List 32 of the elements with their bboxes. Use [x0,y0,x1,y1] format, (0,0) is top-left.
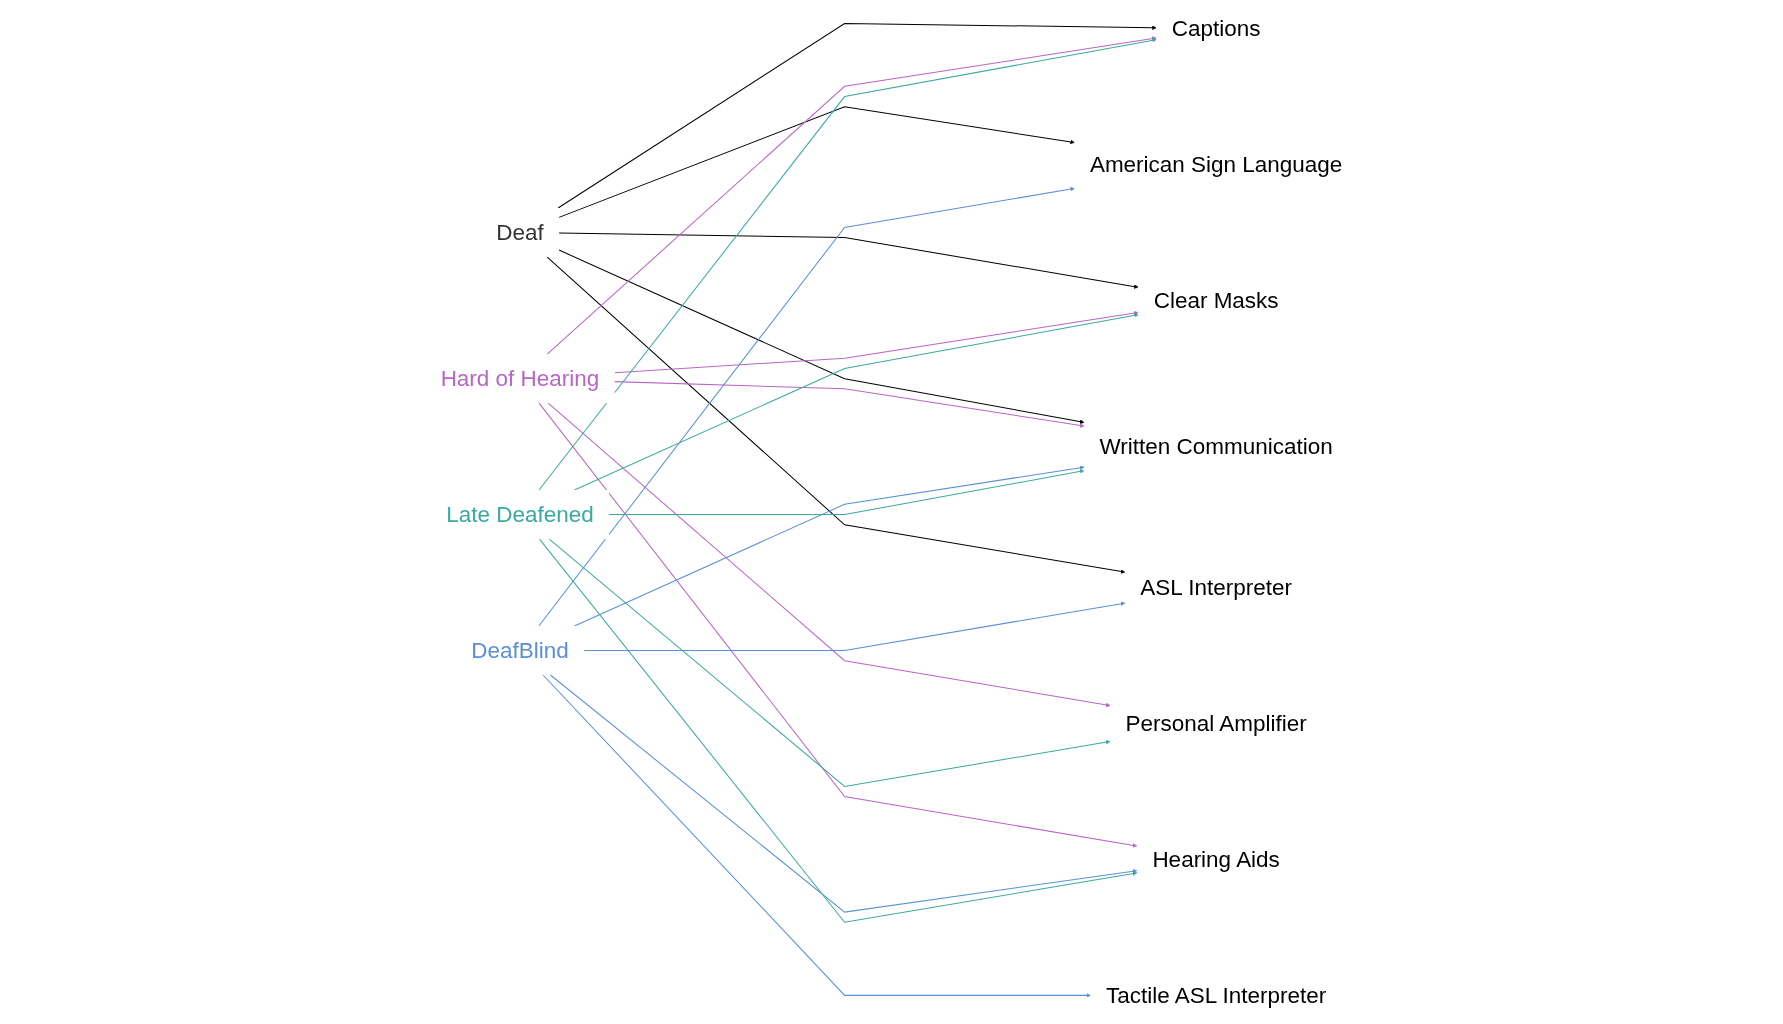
arrow [538,186,1075,627]
arrow [538,402,1138,848]
node-text: Written Communication [1099,433,1333,459]
node-text: Hard of Hearing [440,365,600,391]
node-text: Late Deafened [446,501,594,527]
node-text: Hearing Aids [1152,846,1280,872]
arrow [546,256,1126,574]
arrow [583,601,1126,651]
arrow [614,310,1139,374]
arrow [557,23,1157,209]
node-text: Clear Masks [1153,287,1279,313]
arrow [539,538,1138,923]
arrow [558,106,1075,218]
node-text: DeafBlind [471,637,569,663]
node-text: Deaf [496,219,544,245]
arrow [546,36,1157,355]
arrow [608,469,1085,516]
arrow [542,674,1091,998]
node-text: Personal Amplifier [1125,710,1307,736]
node-text: ASL Interpreter [1140,574,1292,600]
node-text: American Sign Language [1089,151,1343,177]
arrow [538,38,1157,491]
node-text: Captions [1171,15,1261,41]
arrow [614,381,1085,428]
arrow [549,674,1138,913]
arrow [573,313,1139,491]
arrow [558,249,1085,424]
arrow [548,538,1111,787]
arrow [573,465,1085,627]
arrow [558,232,1139,289]
node-text: Tactile ASL Interpreter [1105,982,1327,1008]
arrow [547,402,1111,708]
